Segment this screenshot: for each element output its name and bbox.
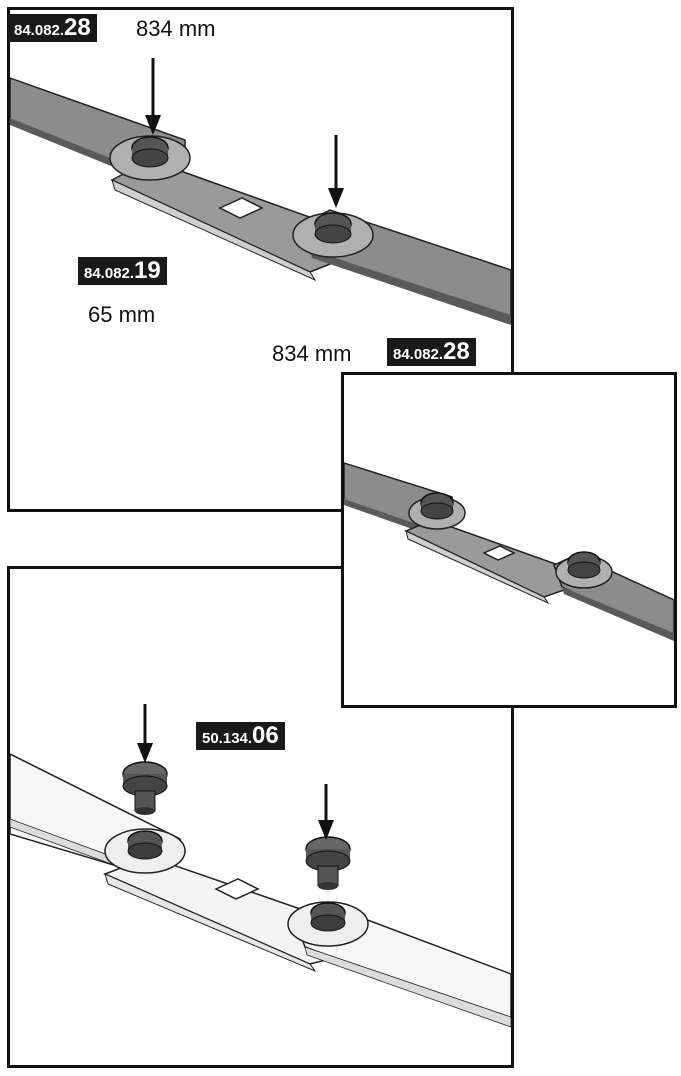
length-label-top-left: 834 mm (136, 16, 216, 41)
part-suffix: 28 (443, 338, 470, 365)
panel-assembly-top (7, 7, 514, 512)
part-prefix: 84.082. (84, 265, 135, 282)
assembly-screws-drawing (10, 704, 511, 1028)
part-suffix: 06 (252, 722, 279, 749)
part-suffix: 19 (134, 257, 161, 284)
assembled-inset-drawing (344, 462, 674, 641)
part-suffix: 28 (64, 14, 91, 41)
part-prefix: 50.134. (202, 730, 253, 747)
length-label-right: 834 mm (272, 341, 352, 366)
assembly-top-drawing (10, 58, 511, 325)
part-number-badge-right: 84.082.28 (387, 338, 476, 366)
panel-assembled-inset (341, 372, 677, 708)
panel-assembly-screws (7, 566, 514, 1068)
part-number-badge-middle: 84.082.19 (78, 257, 167, 285)
part-prefix: 84.082. (393, 346, 444, 363)
part-prefix: 84.082. (14, 22, 65, 39)
part-number-badge-screw: 50.134.06 (196, 722, 285, 750)
part-number-badge-top-left: 84.082.28 (8, 14, 97, 42)
length-label-middle: 65 mm (88, 302, 156, 327)
